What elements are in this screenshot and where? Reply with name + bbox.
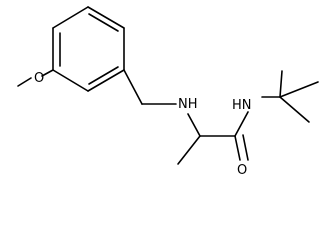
alpha-methyl-bond — [177, 135, 201, 165]
methoxy-group: O — [17, 69, 54, 87]
ring-bond — [52, 69, 89, 92]
carbonyl-double-bond — [242, 134, 249, 161]
tert-butyl-group — [261, 70, 319, 123]
benzene-ring — [52, 6, 125, 92]
carbonyl-nh-bond — [234, 111, 249, 137]
amine-nh-label: NH — [178, 97, 198, 112]
nh-alpha-bond — [187, 113, 201, 137]
ether-oxygen-label: O — [34, 71, 44, 86]
ring-bond — [87, 69, 125, 92]
amide-nh-label: HN — [232, 98, 252, 113]
tbu-methyl-bond — [279, 81, 319, 98]
aryl-ether-bond — [41, 69, 54, 77]
ring-bond — [52, 6, 89, 29]
ring-bond — [87, 6, 125, 29]
benzyl-bond — [123, 69, 143, 105]
methyl-ether-bond — [17, 77, 32, 87]
tbu-methyl-bond — [279, 96, 310, 123]
carbonyl-oxygen-label: O — [237, 163, 247, 178]
tbu-methyl-bond — [279, 70, 283, 98]
ring-double-bond — [88, 66, 119, 85]
chemical-structure-canvas: O NH O HN — [17, 6, 319, 178]
ring-double-bond — [88, 13, 119, 32]
carbonyl-double-bond — [234, 135, 241, 161]
chemical-structure-drawing: O NH O HN — [17, 6, 319, 178]
